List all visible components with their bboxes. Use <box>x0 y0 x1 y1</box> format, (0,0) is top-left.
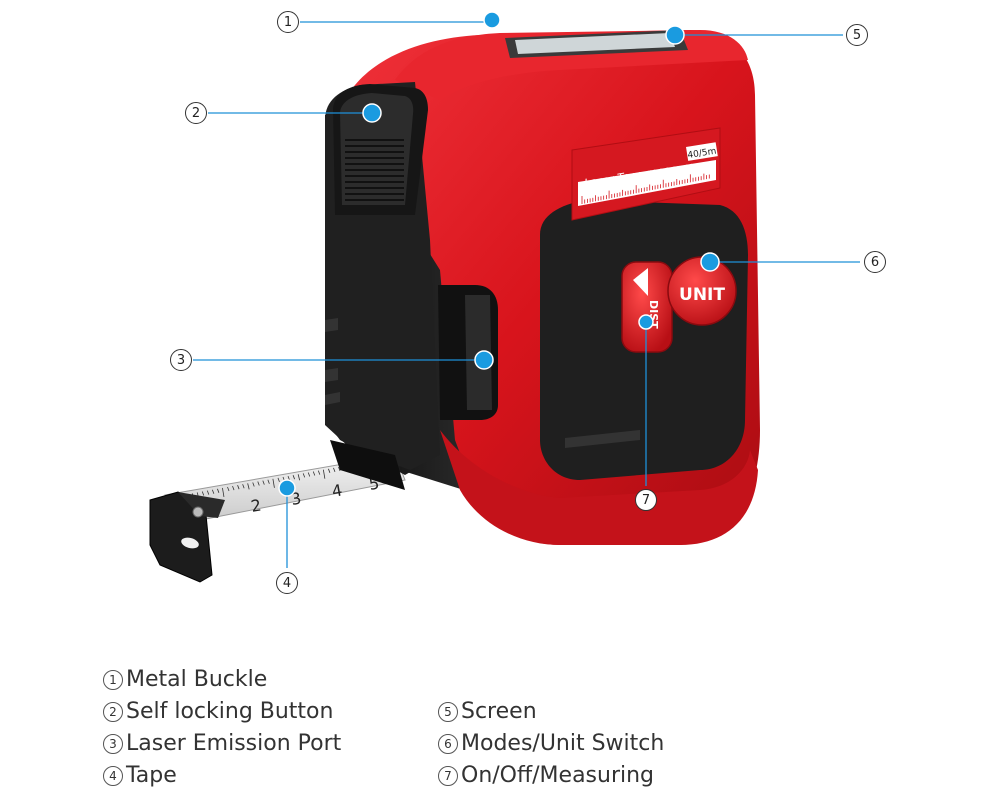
legend-text: On/Off/Measuring <box>461 763 655 788</box>
tape-tick <box>328 468 331 473</box>
callout-number-7: 7 <box>635 489 657 511</box>
tape-tick <box>232 485 235 491</box>
tape-tick <box>307 472 311 477</box>
legend-text: Metal Buckle <box>126 667 268 692</box>
callout-number-2: 2 <box>185 102 207 124</box>
tape-tick <box>287 475 290 481</box>
tape-tick <box>206 490 210 495</box>
callout-dot-2 <box>362 103 382 123</box>
tape-tick <box>333 467 336 473</box>
unit-label: UNIT <box>679 285 725 305</box>
label-range: 40/5m <box>687 147 717 161</box>
callout-number-6: 6 <box>864 251 886 273</box>
callout-number-1: 1 <box>277 11 299 33</box>
callout-dot-7 <box>638 314 654 330</box>
tape-tick <box>227 486 230 492</box>
legend-text: Laser Emission Port <box>126 731 342 756</box>
callout-dots <box>278 11 720 497</box>
callout-number-3: 3 <box>170 349 192 371</box>
tape-tick <box>222 487 225 497</box>
unit-button: UNIT <box>667 256 737 326</box>
tape-tick <box>262 480 265 485</box>
tape-tick <box>317 470 321 475</box>
tape-tick <box>211 489 215 494</box>
tape-digit: 2 <box>249 495 262 515</box>
legend-text: Modes/Unit Switch <box>461 731 665 756</box>
tape-tick <box>277 477 280 483</box>
tape-tick <box>237 485 240 490</box>
callout-dot-4 <box>278 479 296 497</box>
legend-text: Self locking Button <box>126 699 334 724</box>
tape-tick <box>257 481 260 486</box>
label-ruler-ticks <box>581 173 710 204</box>
callout-dot-6 <box>700 252 720 272</box>
callout-leaders <box>193 21 860 568</box>
tape-tick <box>322 469 326 479</box>
tape-tick <box>302 473 306 478</box>
tape-tick <box>338 466 341 472</box>
tape-tick <box>272 478 275 488</box>
callout-dot-3 <box>474 350 494 370</box>
legend-text: Tape <box>126 763 177 788</box>
dist-button: DIST <box>621 261 673 353</box>
legend-text: Screen <box>461 699 537 724</box>
tape-tick <box>267 479 270 484</box>
tape-tick <box>217 488 220 493</box>
tape-tick <box>297 474 301 481</box>
self-locking-button <box>333 84 428 215</box>
tape-tick <box>252 482 255 487</box>
tape-hook <box>149 491 225 583</box>
tape-tick <box>247 483 250 490</box>
tape-tick <box>201 491 205 496</box>
tape-digit: 4 <box>330 480 343 500</box>
tape-tick <box>292 475 295 480</box>
callout-number-4: 4 <box>276 572 298 594</box>
tape-tick <box>312 471 316 476</box>
device-illustration: 2 3 4 5 Las <box>149 11 860 583</box>
callout-dot-1 <box>483 11 501 29</box>
callout-number-5: 5 <box>846 24 868 46</box>
callout-dot-5 <box>665 25 685 45</box>
tape-tick <box>242 484 245 489</box>
